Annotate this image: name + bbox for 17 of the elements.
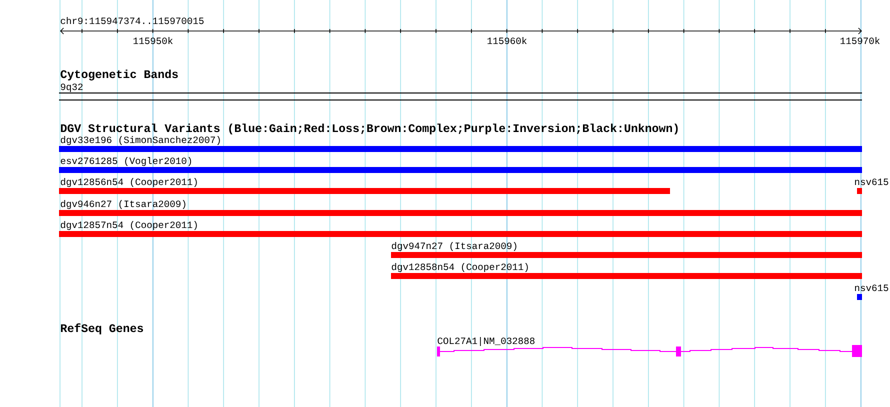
feature-label: dgv947n27 (Itsara2009)	[392, 242, 516, 251]
feature-label: dgv12858n54 (Cooper2011)	[392, 263, 528, 272]
feature-label: 9q32	[60, 84, 83, 92]
feature-label: dgv946n27 (Itsara2009)	[60, 200, 186, 209]
track-title: RefSeq Genes	[61, 323, 144, 334]
feature-label: dgv33e196 (SimonSanchez2007)	[60, 136, 220, 145]
feature-label: nsv615	[855, 284, 888, 292]
track-title: DGV Structural Variants (Blue:Gain;Red:Loss;Brown:Complex;Purple:Inversion;Black:Unknown)	[60, 124, 678, 134]
tick-label: 115960k	[488, 37, 527, 44]
tick-label: 115950k	[134, 37, 173, 44]
feature-label: dgv12857n54 (Cooper2011)	[60, 221, 197, 230]
feature-label: dgv12856n54 (Cooper2011)	[60, 178, 197, 187]
feature-label: COL27A1|NM_032888	[438, 337, 534, 346]
feature-label: nsv615	[855, 178, 888, 186]
coordinate-label: chr9:115947374..115970015	[60, 17, 204, 24]
feature-label: esv2761285 (Vogler2010)	[60, 157, 192, 166]
tick-label: 115970k	[840, 37, 880, 44]
